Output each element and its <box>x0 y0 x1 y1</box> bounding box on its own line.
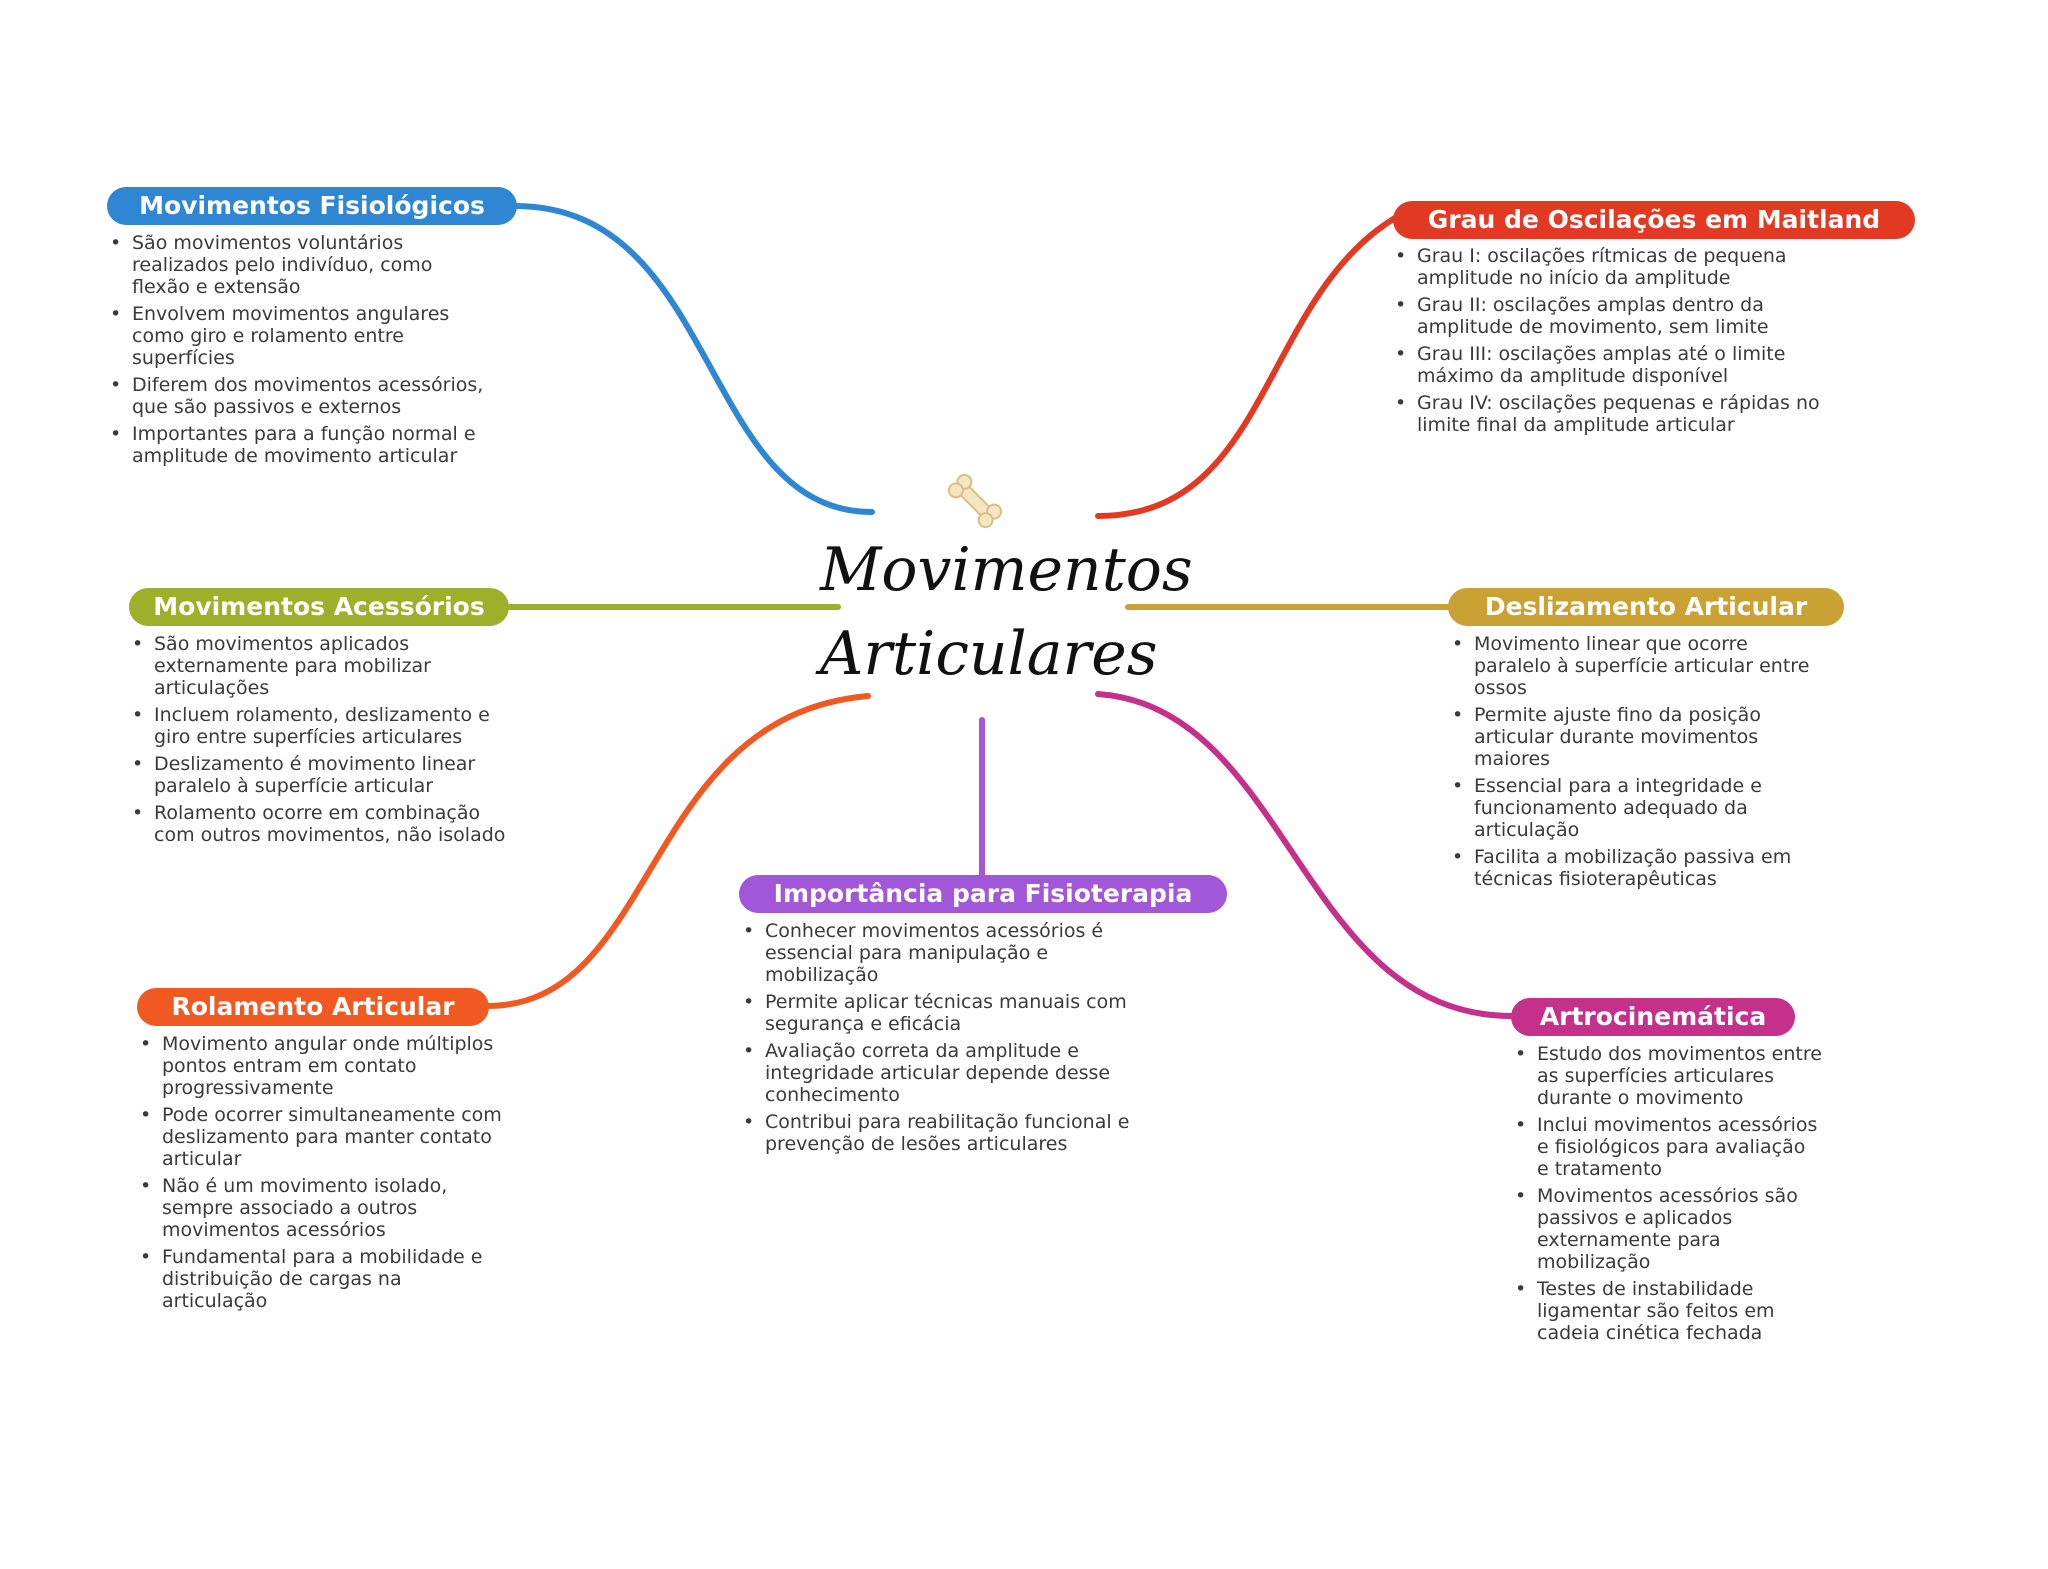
note-item: Fundamental para a mobilidade e distribu… <box>138 1246 508 1312</box>
topic-movimentos-fisiologicos: Movimentos Fisiológicos <box>107 187 517 225</box>
note-item: Envolvem movimentos angulares como giro … <box>108 303 488 369</box>
note-item: São movimentos aplicados externamente pa… <box>130 633 510 699</box>
note-item: Incluem rolamento, deslizamento e giro e… <box>130 704 510 748</box>
topic-deslizamento-articular: Deslizamento Articular <box>1448 588 1844 626</box>
note-item: Movimento linear que ocorre paralelo à s… <box>1450 633 1830 699</box>
note-item: Movimento angular onde múltiplos pontos … <box>138 1033 508 1099</box>
note-item: Não é um movimento isolado, sempre assoc… <box>138 1175 508 1241</box>
note-item: Diferem dos movimentos acessórios, que s… <box>108 374 488 418</box>
notes-rolamento-articular: Movimento angular onde múltiplos pontos … <box>138 1033 508 1317</box>
notes-movimentos-acessorios: São movimentos aplicados externamente pa… <box>130 633 510 851</box>
note-item: Testes de instabilidade ligamentar são f… <box>1513 1278 1823 1344</box>
note-item: Grau III: oscilações amplas até o limite… <box>1393 343 1833 387</box>
notes-artrocinematica: Estudo dos movimentos entre as superfíci… <box>1513 1043 1823 1349</box>
note-item: Grau IV: oscilações pequenas e rápidas n… <box>1393 392 1833 436</box>
notes-importancia-fisioterapia: Conhecer movimentos acessórios é essenci… <box>741 920 1161 1160</box>
note-item: Importantes para a função normal e ampli… <box>108 423 488 467</box>
note-item: Deslizamento é movimento linear paralelo… <box>130 753 510 797</box>
topic-grau-oscilacoes-maitland: Grau de Oscilações em Maitland <box>1393 201 1915 239</box>
topic-rolamento-articular: Rolamento Articular <box>137 988 489 1026</box>
connector-maitland <box>1095 215 1398 519</box>
topic-movimentos-acessorios: Movimentos Acessórios <box>129 588 509 626</box>
connector-rolamento <box>484 693 871 1009</box>
note-item: Essencial para a integridade e funcionam… <box>1450 775 1830 841</box>
note-item: São movimentos voluntários realizados pe… <box>108 232 488 298</box>
connector-artrocinematica <box>1095 691 1515 1019</box>
note-item: Pode ocorrer simultaneamente com desliza… <box>138 1104 508 1170</box>
notes-grau-oscilacoes-maitland: Grau I: oscilações rítmicas de pequena a… <box>1393 245 1833 441</box>
topic-artrocinematica: Artrocinemática <box>1511 998 1795 1036</box>
note-item: Grau I: oscilações rítmicas de pequena a… <box>1393 245 1833 289</box>
note-item: Permite aplicar técnicas manuais com seg… <box>741 991 1161 1035</box>
note-item: Inclui movimentos acessórios e fisiológi… <box>1513 1114 1823 1180</box>
note-item: Conhecer movimentos acessórios é essenci… <box>741 920 1161 986</box>
note-item: Estudo dos movimentos entre as superfíci… <box>1513 1043 1823 1109</box>
notes-deslizamento-articular: Movimento linear que ocorre paralelo à s… <box>1450 633 1830 895</box>
note-item: Rolamento ocorre em combinação com outro… <box>130 802 510 846</box>
central-title: Movimentos Articulares <box>820 528 1193 696</box>
notes-movimentos-fisiologicos: São movimentos voluntários realizados pe… <box>108 232 488 472</box>
connector-fisiologicos <box>512 203 875 515</box>
note-item: Avaliação correta da amplitude e integri… <box>741 1040 1161 1106</box>
title-line-2: Articulares <box>820 619 1158 689</box>
note-item: Facilita a mobilização passiva em técnic… <box>1450 846 1830 890</box>
note-item: Permite ajuste fino da posição articular… <box>1450 704 1830 770</box>
topic-importancia-fisioterapia: Importância para Fisioterapia <box>739 875 1227 913</box>
note-item: Contribui para reabilitação funcional e … <box>741 1111 1161 1155</box>
title-line-1: Movimentos <box>820 535 1193 605</box>
bone-icon <box>940 466 1010 540</box>
note-item: Grau II: oscilações amplas dentro da amp… <box>1393 294 1833 338</box>
note-item: Movimentos acessórios são passivos e apl… <box>1513 1185 1823 1273</box>
